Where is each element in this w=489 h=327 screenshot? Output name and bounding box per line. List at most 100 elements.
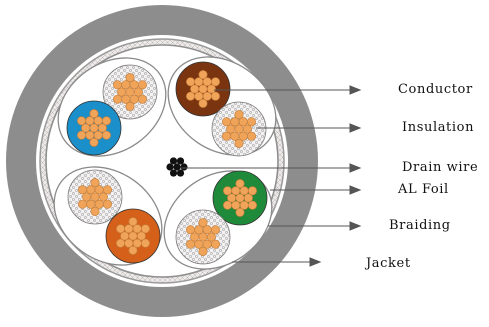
copper-strand [101,130,111,140]
copper-strand [116,238,126,248]
arrow-drain [349,163,362,173]
copper-strand [98,192,108,202]
arrow-foil [349,185,362,195]
copper-strand [140,238,150,248]
copper-strand [234,124,244,134]
copper-strand [210,77,220,87]
copper-strand [206,232,216,242]
copper-strand [137,80,147,90]
copper-strand [117,87,127,97]
copper-strand [235,179,245,189]
copper-strand [210,225,220,235]
copper-strand [210,239,220,249]
copper-strand [128,217,138,227]
drain-strand [166,163,174,171]
label-al-foil: AL Foil [398,182,449,197]
copper-strand [198,246,208,256]
copper-strand [198,98,208,108]
drain-strand [176,157,185,165]
copper-strand [102,199,112,209]
copper-strand [186,225,196,235]
copper-strand [242,124,252,134]
copper-strand [198,232,208,242]
copper-strand [186,239,196,249]
leader-lines [180,85,362,267]
arrow-conductor [349,85,362,95]
copper-strand [125,73,135,83]
copper-strand [235,193,245,203]
drain-strand [169,157,178,165]
copper-strand [198,84,208,94]
copper-strand [235,207,245,217]
drain-strand [169,169,178,177]
copper-strand [116,224,126,234]
copper-strand [190,232,200,242]
conductor-blue [66,100,122,156]
arrow-insulation [349,123,362,133]
copper-strand [246,117,256,127]
copper-strand [247,200,257,210]
copper-strand [89,123,99,133]
copper-strand [226,124,236,134]
conductor-orange [105,208,161,264]
copper-strand [234,110,244,120]
label-insulation: Insulation [402,120,475,135]
arrow-braiding [349,221,362,231]
copper-strand [223,186,233,196]
copper-strand [243,193,253,203]
copper-strand [247,186,257,196]
drain-strand [173,163,181,171]
conductor-white-top-left [102,64,158,120]
copper-strand [190,84,200,94]
copper-strand [210,91,220,101]
copper-strand [186,91,196,101]
copper-strand [90,178,100,188]
copper-strand [137,94,147,104]
copper-strand [81,123,91,133]
copper-strand [89,109,99,119]
copper-strand [78,199,88,209]
copper-strand [78,185,88,195]
conductor-white-top-right [211,101,267,157]
copper-strand [90,192,100,202]
copper-strand [113,94,123,104]
label-jacket: Jacket [366,256,411,271]
copper-strand [82,192,92,202]
copper-strand [223,200,233,210]
label-braiding: Braiding [389,218,451,233]
copper-strand [90,206,100,216]
copper-strand [133,87,143,97]
copper-strand [125,87,135,97]
copper-strand [234,138,244,148]
conductor-green [212,170,268,226]
copper-strand [113,80,123,90]
copper-strand [102,185,112,195]
drain-strand [176,169,185,177]
copper-strand [128,231,138,241]
copper-strand [246,131,256,141]
conductor-brown [175,61,231,117]
copper-strand [89,137,99,147]
conductor-white-bottom-left [67,169,123,225]
copper-strand [128,245,138,255]
arrow-jacket [309,257,322,267]
label-conductor: Conductor [398,82,473,97]
copper-strand [120,231,130,241]
copper-strand [77,116,87,126]
copper-strand [136,231,146,241]
copper-strand [222,117,232,127]
label-drain-wire: Drain wire [402,160,479,175]
copper-strand [125,101,135,111]
copper-strand [140,224,150,234]
copper-strand [206,84,216,94]
copper-strand [97,123,107,133]
copper-strand [186,77,196,87]
copper-strand [198,218,208,228]
copper-strand [101,116,111,126]
drain-wire [166,157,188,177]
copper-strand [198,70,208,80]
drain-strand [180,163,188,171]
conductor-white-bottom-right [175,209,231,265]
